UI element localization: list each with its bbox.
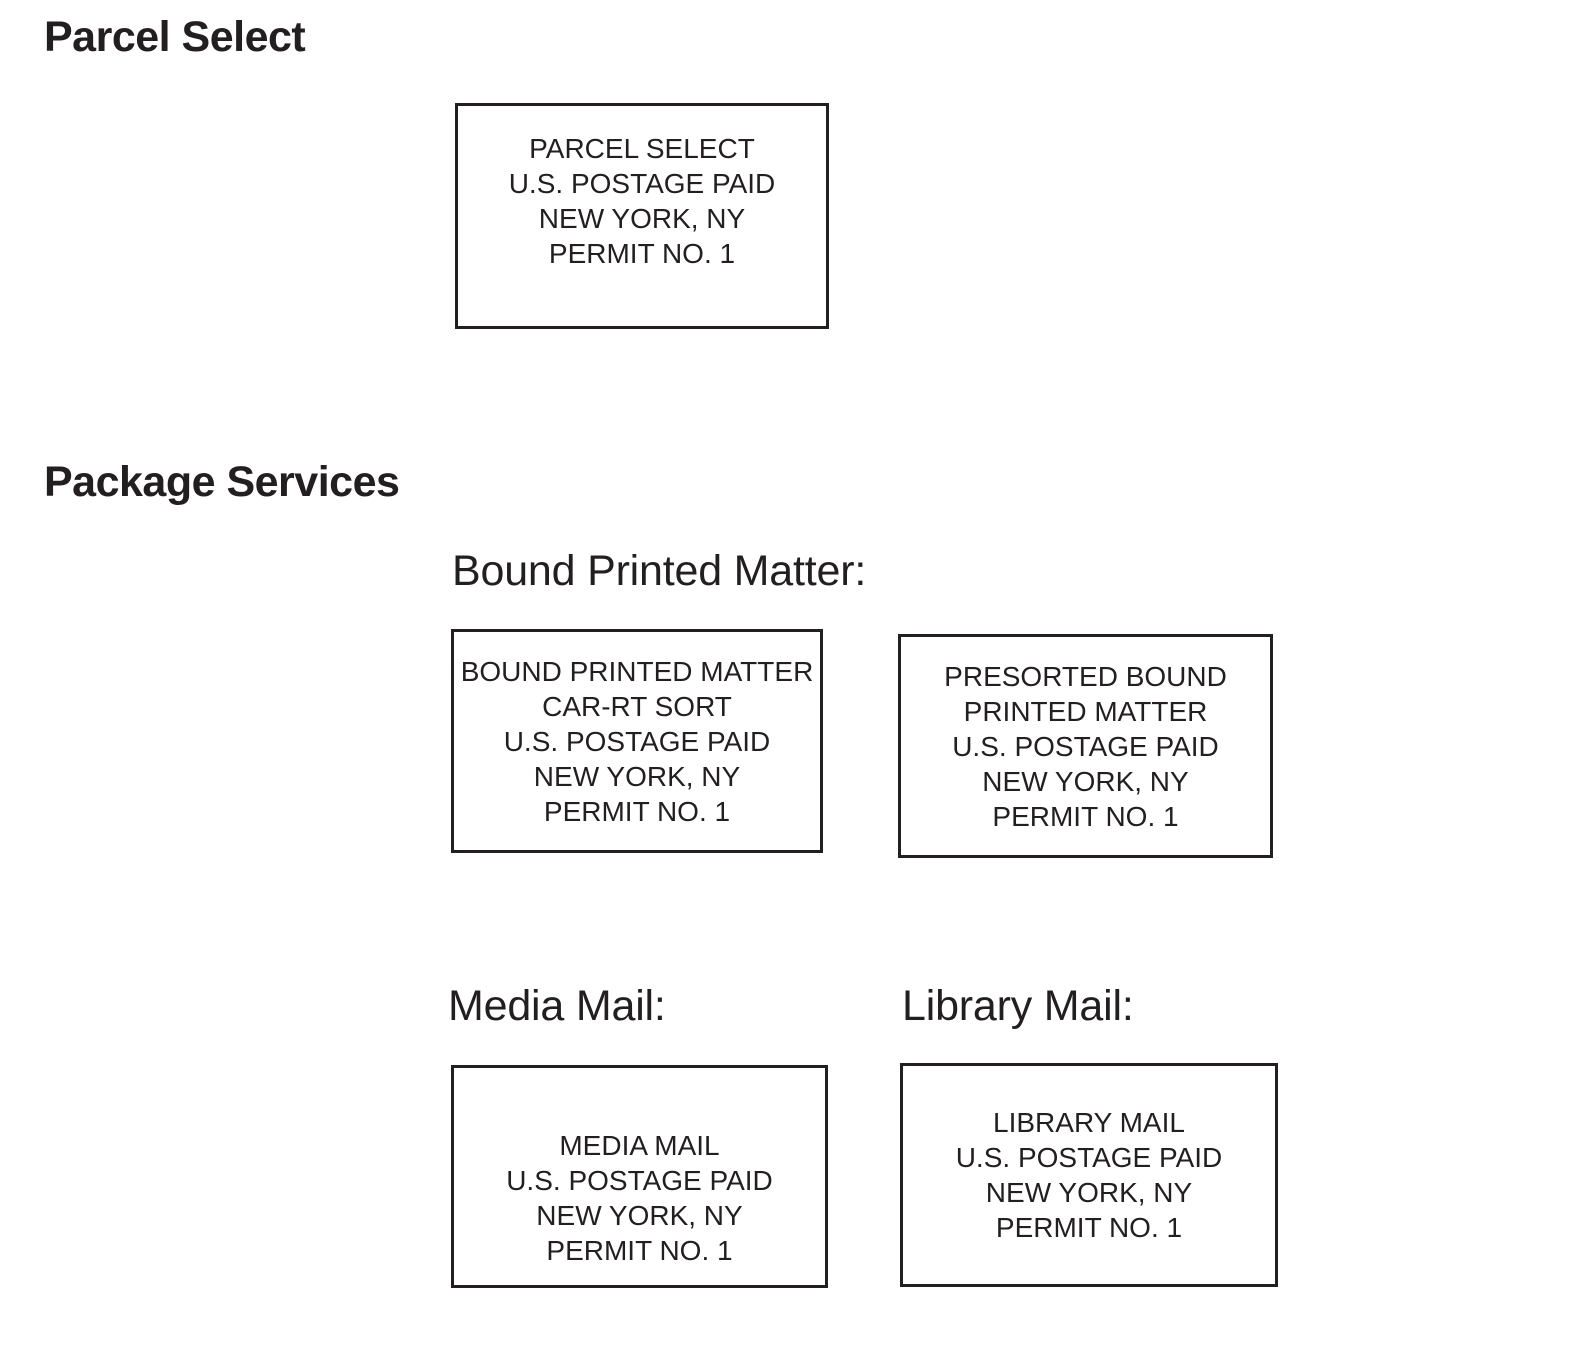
imprint-line: U.S. POSTAGE PAID xyxy=(503,725,771,757)
label-library-mail: Library Mail: xyxy=(902,982,1134,1030)
imprint-line: NEW YORK, NY xyxy=(538,203,746,234)
imprint-line: PARCEL SELECT xyxy=(529,133,755,164)
imprint-line: NEW YORK, NY xyxy=(536,1200,743,1231)
imprint-line: PRESORTED BOUND xyxy=(944,660,1227,692)
imprint-line: U.S. POSTAGE PAID xyxy=(508,168,776,199)
imprint-line: NEW YORK, NY xyxy=(982,765,1189,797)
section-heading-parcel-select: Parcel Select xyxy=(44,13,306,61)
imprint-line: PERMIT NO. 1 xyxy=(546,1235,733,1266)
imprint-line: U.S. POSTAGE PAID xyxy=(952,730,1219,762)
imprint-line: PERMIT NO. 1 xyxy=(543,795,731,827)
imprint-line: CAR-RT SORT xyxy=(542,690,732,722)
imprint-line: PRINTED MATTER xyxy=(963,695,1208,727)
imprint-line: NEW YORK, NY xyxy=(985,1177,1193,1208)
section-heading-package-services: Package Services xyxy=(44,458,400,506)
imprint-line: U.S. POSTAGE PAID xyxy=(955,1142,1223,1173)
imprint-line: LIBRARY MAIL xyxy=(993,1107,1185,1138)
label-media-mail: Media Mail: xyxy=(448,982,666,1030)
imprint-line: PERMIT NO. 1 xyxy=(995,1212,1183,1243)
label-bound-printed-matter: Bound Printed Matter: xyxy=(452,547,867,595)
imprint-line: BOUND PRINTED MATTER xyxy=(460,655,814,687)
imprint-line: PERMIT NO. 1 xyxy=(992,800,1179,832)
imprint-line: PERMIT NO. 1 xyxy=(548,238,736,269)
imprint-line: MEDIA MAIL xyxy=(559,1130,720,1161)
imprint-line: U.S. POSTAGE PAID xyxy=(506,1165,773,1196)
permit-imprint-media-mail: MEDIA MAIL U.S. POSTAGE PAID NEW YORK, NY P… xyxy=(451,1065,828,1288)
permit-imprint-library-mail: LIBRARY MAIL U.S. POSTAGE PAID NEW YORK, N… xyxy=(900,1063,1278,1287)
imprint-line: NEW YORK, NY xyxy=(533,760,741,792)
permit-imprint-parcel-select: PARCEL SELECT U.S. POSTAGE PAID NEW YORK, … xyxy=(455,103,829,329)
